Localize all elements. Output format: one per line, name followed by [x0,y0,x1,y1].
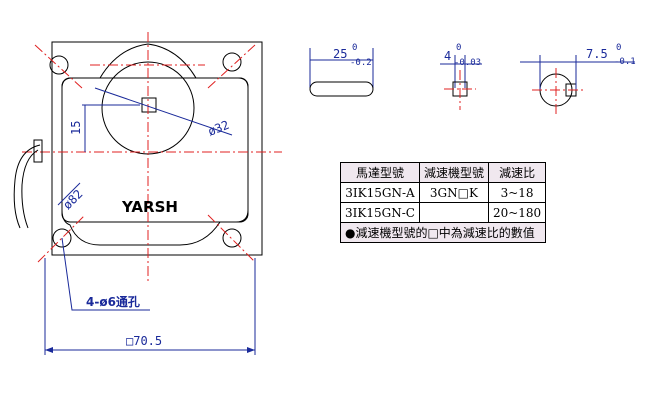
mount-hole-br [222,228,242,248]
table-cell: 3IK15GN-A [340,182,420,203]
table-cell: 3~18 [487,182,547,203]
key2-upper: 0 [456,43,461,53]
motor-flange-outline [51,41,263,256]
table-cell [418,202,489,223]
body-size-label: □70.5 [126,334,162,348]
key-detail-3: 7.5 0 -0.1 [520,43,636,115]
key-detail-1: 25 0 -0.2 [309,43,374,97]
table-note-row: ●減速機型號的□中為減速比的數值 [339,222,547,243]
header-ratio: 減速比 [487,162,547,183]
key1-upper: 0 [352,43,357,53]
cable-gland [33,139,43,163]
hole-pattern-label: ø82 [60,187,85,212]
shaft-diameter-label: ø32 [206,118,231,139]
table-header-row: 馬達型號 減速機型號 減速比 [340,162,547,183]
mount-hole-tl [49,55,69,75]
mount-hole-bl [52,228,72,248]
key1-lower: -0.2 [350,58,372,68]
spec-table: 馬達型號 減速機型號 減速比 3IK15GN-A 3GN□K 3~18 3IK1… [339,162,547,243]
key1-main: 25 [333,47,347,61]
table-cell: 3GN□K [418,182,489,203]
key2-main: 4 [444,49,451,63]
holes-callout-label: 4-ø6通孔 [86,294,140,309]
table-row: 3IK15GN-C 20~180 [340,202,547,223]
key3-upper: 0 [616,43,621,53]
table-cell: 20~180 [487,202,547,223]
table-row: 3IK15GN-A 3GN□K 3~18 [340,182,547,203]
shaft-key [141,97,157,113]
offset-dim-label: 15 [69,121,83,135]
brand-logo-text: YARSH [121,198,178,216]
mount-hole-tr [222,52,242,72]
gearbox-inner-rect [61,77,249,223]
key3-lower: -0.1 [614,57,636,67]
key3-main: 7.5 [586,47,608,61]
table-note: ●減速機型號的□中為減速比的數值 [339,222,547,243]
key-detail-2: 4 0 -0.03 [440,43,482,110]
table-cell: 3IK15GN-C [340,202,420,223]
key2-lower: -0.03 [454,58,481,68]
header-motor-model: 馬達型號 [340,162,420,183]
power-cable [13,144,41,229]
header-gearbox-model: 減速機型號 [418,162,489,183]
